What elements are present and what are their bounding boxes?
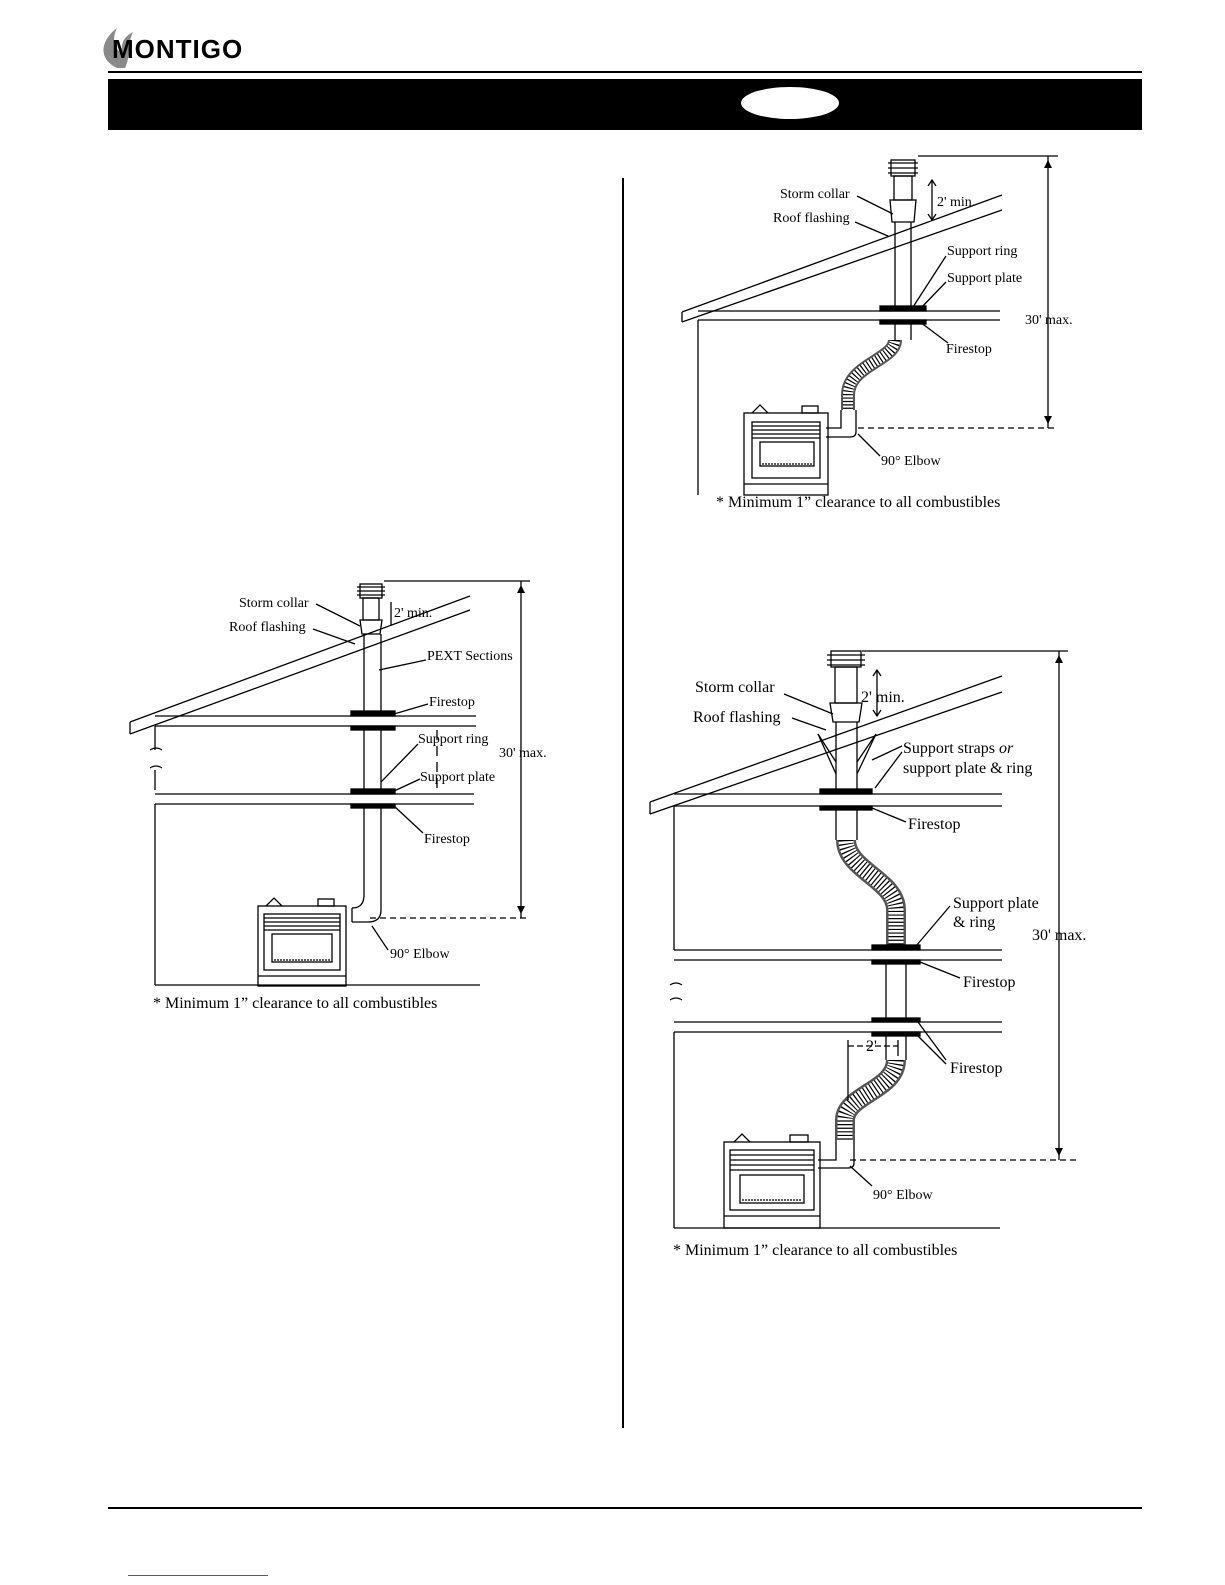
d3-two-min-label: 2' min.: [861, 689, 905, 706]
column-divider: [622, 178, 624, 1428]
d3-two-offset-label: 2': [866, 1038, 877, 1055]
footer-rule: [108, 1507, 1142, 1509]
d2-elbow-label: 90° Elbow: [390, 947, 451, 962]
brand-name: MONTIGO: [112, 34, 244, 64]
d3-storm-collar-label: Storm collar: [695, 679, 775, 696]
d2-support-plate-label: Support plate: [420, 770, 495, 785]
d3-elbow-label: 90° Elbow: [873, 1188, 934, 1203]
d3-support-plate-a: Support plate: [953, 895, 1039, 912]
d1-storm-collar-label: Storm collar: [780, 187, 850, 202]
d2-clearance-note: * Minimum 1” clearance to all combustibl…: [153, 995, 438, 1012]
d1-thirty-max-label: 30' max.: [1025, 313, 1073, 328]
d1-support-plate-label: Support plate: [947, 271, 1022, 286]
d1-firestop-label: Firestop: [946, 342, 992, 357]
d2-firestop-lower-label: Firestop: [424, 832, 470, 847]
d2-support-ring-label: Support ring: [418, 732, 488, 747]
d2-thirty-max-label: 30' max.: [499, 746, 547, 761]
d1-elbow-label: 90° Elbow: [881, 454, 942, 469]
d2-roof-flashing-label: Roof flashing: [229, 620, 306, 635]
d3-support-plate-b: & ring: [953, 914, 995, 931]
montigo-logo: [103, 28, 133, 68]
d2-pext-label: PEXT Sections: [427, 649, 513, 664]
d3-firestop-mid-label: Firestop: [963, 974, 1015, 991]
section-header-bar: [108, 79, 1142, 130]
d3-support-straps-b: support plate & ring: [903, 760, 1032, 777]
d2-two-min-label: 2' min.: [394, 606, 432, 621]
d3-thirty-max-label: 30' max.: [1032, 927, 1086, 944]
footer-link-underline: [128, 1575, 268, 1576]
d3-clearance-note: * Minimum 1” clearance to all combustibl…: [673, 1242, 958, 1259]
header-rule: [108, 71, 1142, 73]
d2-firestop-upper-label: Firestop: [429, 695, 475, 710]
d3-support-straps-label: Support straps or: [903, 740, 1014, 757]
d1-roof-flashing-label: Roof flashing: [773, 211, 850, 226]
d3-support-straps-or: or: [999, 740, 1014, 757]
d1-two-min-label: 2' min.: [937, 195, 975, 210]
d3-roof-flashing-label: Roof flashing: [693, 709, 781, 726]
d3-support-straps-a: Support straps: [903, 740, 999, 757]
d1-support-ring-label: Support ring: [947, 244, 1017, 259]
d2-storm-collar-label: Storm collar: [239, 596, 309, 611]
d3-firestop-top-label: Firestop: [908, 816, 960, 833]
d1-clearance-note: * Minimum 1” clearance to all combustibl…: [716, 494, 1001, 511]
section-badge: [741, 87, 839, 119]
d3-firestop-bottom-label: Firestop: [950, 1060, 1002, 1077]
